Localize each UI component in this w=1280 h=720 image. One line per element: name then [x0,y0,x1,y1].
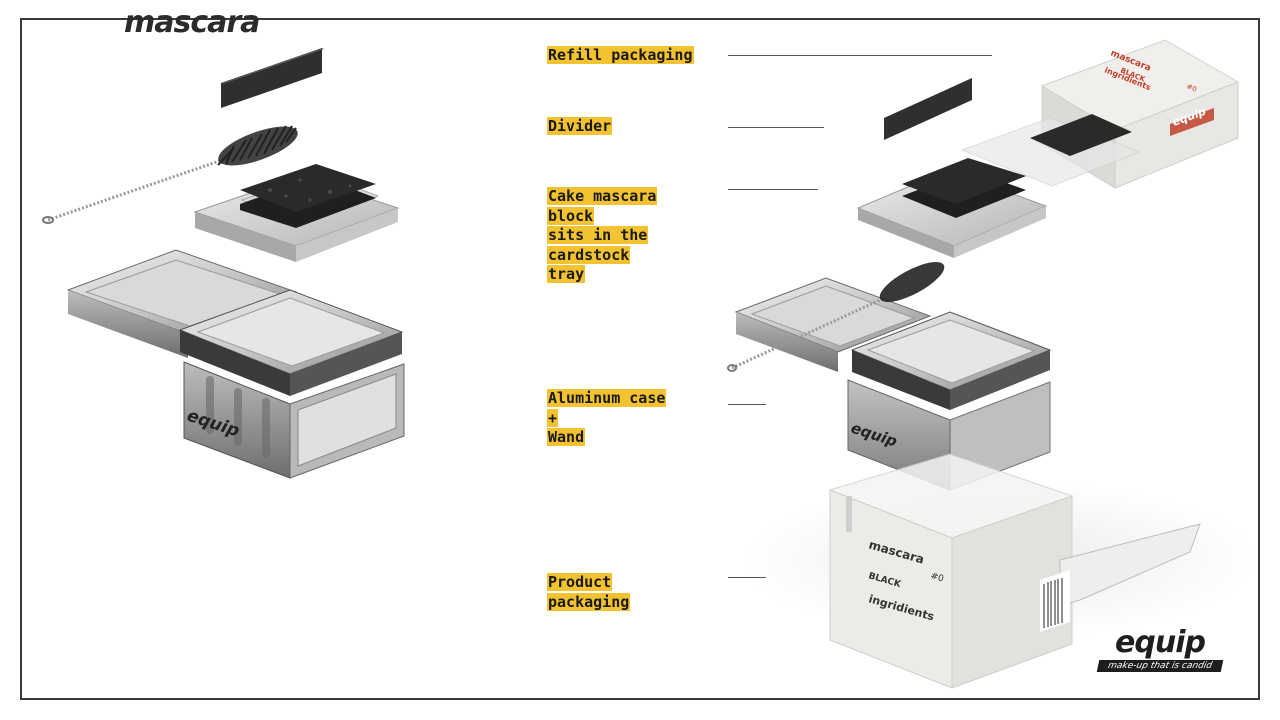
label-aluminum-case: Aluminum case + Wand [547,389,667,448]
right-divider-shape [884,78,972,140]
mascara-wordmark: mascara [124,5,260,40]
label-divider-text: Divider [547,117,613,135]
label-product-packaging: Product packaging [547,573,631,612]
label-cake-line: Cake mascara [547,187,658,205]
left-wand-brush [42,125,298,224]
leader-divider [728,127,824,128]
label-cake-line: tray [547,265,586,283]
leader-refill [728,55,992,56]
label-case-line: Wand [547,428,586,446]
right-cake-tray [856,158,1048,258]
label-cake-line: sits in the [547,226,649,244]
label-cake-line: cardstock [547,245,631,264]
label-refill-packaging: Refill packaging [547,46,694,66]
leader-case [728,404,766,405]
label-refill-text: Refill packaging [547,46,694,64]
left-divider-shape [221,48,324,108]
equip-logo: equip make-up that is candid [1096,625,1224,672]
right-refill-box [960,39,1240,189]
refill-box-number: #0 [1185,82,1198,93]
slide-frame [20,18,1260,700]
label-product-line: Product [547,573,613,591]
right-wand-brush [727,262,945,372]
label-case-line: Aluminum case [547,389,667,407]
label-product-line: packaging [547,592,631,611]
right-product-box [828,453,1201,689]
label-cake-line: block [547,206,595,225]
leader-cake [728,189,818,190]
label-divider: Divider [547,117,613,137]
right-aluminum-case [734,277,1052,491]
label-case-line: + [547,408,559,427]
left-cake-tray [193,164,400,262]
label-cake-mascara: Cake mascara block sits in the cardstock… [547,187,658,285]
left-aluminum-case [66,249,405,479]
product-box-number: #0 [929,571,945,584]
equip-logo-word: equip [1115,625,1206,660]
equip-logo-tagline: make-up that is candid [1096,660,1224,672]
